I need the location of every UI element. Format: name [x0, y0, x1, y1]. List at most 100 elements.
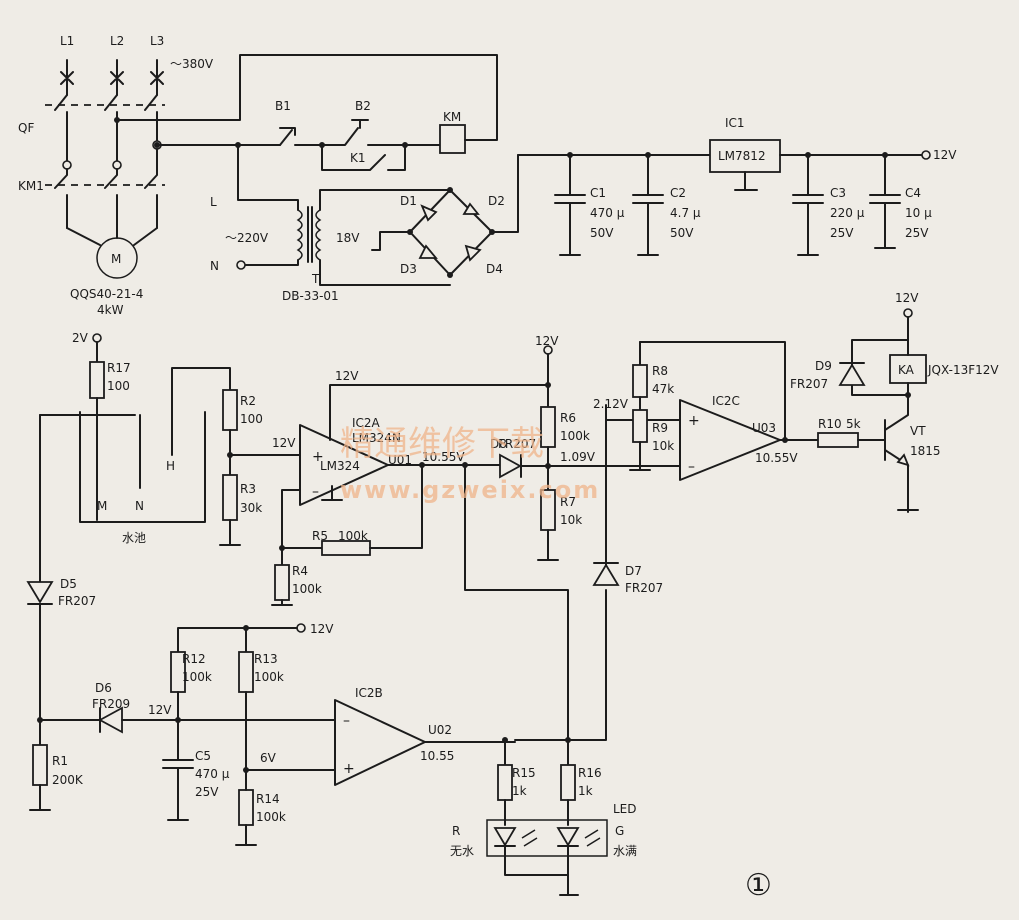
label-r10: R10 [818, 417, 842, 431]
sensor-section [39, 308, 927, 769]
label-c3-v: 220 μ [830, 206, 865, 220]
r16 [560, 764, 576, 801]
control-circuit [236, 119, 519, 286]
label-d8: D8 [490, 437, 507, 451]
label-1-09v: 1.09V [560, 450, 596, 464]
label-h: H [166, 459, 175, 473]
label-c2-r: 50V [670, 226, 694, 240]
label-12v-d: 12V [895, 291, 919, 305]
label-u01: U01 [388, 453, 412, 467]
label-r9: R9 [652, 421, 668, 435]
label-r7-v: 10k [560, 513, 582, 527]
label-lm324n: LM324N [352, 431, 401, 445]
label-r13: R13 [254, 652, 278, 666]
label-L1: L1 [60, 34, 74, 48]
label-r7: R7 [560, 495, 576, 509]
label-no-water: 无水 [450, 844, 474, 858]
label-c3: C3 [830, 186, 846, 200]
label-r5-v: 100k [338, 529, 368, 543]
label-12v-a: 12V [272, 436, 296, 450]
label-12v-e: 12V [310, 622, 334, 636]
label-vt-part: 1815 [910, 444, 941, 458]
r17 [89, 361, 105, 399]
label-t: T [311, 272, 320, 286]
label-r4-v: 100k [292, 582, 322, 596]
label-c4-v: 10 μ [905, 206, 932, 220]
label-L3: L3 [150, 34, 164, 48]
label-d1: D1 [400, 194, 417, 208]
label-r9-v: 10k [652, 439, 674, 453]
label-r2-v: 100 [240, 412, 263, 426]
label-lm7812: LM7812 [718, 149, 766, 163]
label-r3: R3 [240, 482, 256, 496]
label-c5: C5 [195, 749, 211, 763]
label-r16-v: 1k [578, 784, 593, 798]
label-motor-power: 4kW [97, 303, 124, 317]
r10 [817, 432, 859, 448]
label-d7-part: FR207 [625, 581, 663, 595]
label-18v: 18V [336, 231, 360, 245]
label-r-led: R [452, 824, 460, 838]
label-c5-r: 25V [195, 785, 219, 799]
label-r12-v: 100k [182, 670, 212, 684]
r1 [32, 744, 48, 786]
r15 [497, 764, 513, 801]
labels: L1 L2 L3 ～380V QF KM1 M QQS40-21-4 4kW B… [18, 34, 999, 903]
label-d8-part: FR207 [498, 437, 536, 451]
label-ic1: IC1 [725, 116, 745, 130]
label-r17: R17 [107, 361, 131, 375]
r9 [632, 409, 648, 443]
label-r1: R1 [52, 754, 68, 768]
label-motor-m: M [111, 252, 121, 266]
label-c2-v: 4.7 μ [670, 206, 701, 220]
label-ic2a: IC2A [352, 416, 381, 430]
label-b2: B2 [355, 99, 371, 113]
label-u02: U02 [428, 723, 452, 737]
label-r8-v: 47k [652, 382, 674, 396]
label-d9: D9 [815, 359, 832, 373]
label-r4: R4 [292, 564, 308, 578]
label-c2: C2 [670, 186, 686, 200]
label-m: M [97, 499, 107, 513]
label-ic2b: IC2B [355, 686, 383, 700]
label-220v: ～220V [225, 231, 269, 245]
label-d4: D4 [486, 262, 503, 276]
label-c5-v: 470 μ [195, 767, 230, 781]
label-d6: D6 [95, 681, 112, 695]
ic2c-opamp [679, 399, 781, 481]
label-c4-r: 25V [905, 226, 929, 240]
km-coil [439, 124, 466, 154]
r3 [222, 474, 238, 521]
comparator-b-section [26, 581, 608, 896]
label-r13-v: 100k [254, 670, 284, 684]
label-L2: L2 [110, 34, 124, 48]
label-u03: U03 [752, 421, 776, 435]
label-c3-r: 25V [830, 226, 854, 240]
label-motor-model: QQS40-21-4 [70, 287, 143, 301]
label-1055v-a: 10.55V [422, 450, 465, 464]
label-km: KM [443, 110, 461, 124]
label-plus-a: + [312, 449, 324, 465]
label-minus-b: – [343, 713, 350, 729]
label-ic2c: IC2C [712, 394, 740, 408]
r4 [274, 564, 290, 601]
label-n-pool: N [135, 499, 144, 513]
label-d5-part: FR207 [58, 594, 96, 608]
label-km1: KM1 [18, 179, 44, 193]
label-g-led: G [615, 824, 624, 838]
label-1055v-b: 10.55V [755, 451, 798, 465]
label-12v-c: 12V [535, 334, 559, 348]
label-2-12v: 2.12V [593, 397, 629, 411]
label-lm324: LM324 [320, 459, 360, 473]
label-r15-v: 1k [512, 784, 527, 798]
label-12v-b: 12V [335, 369, 359, 383]
label-minus-c: – [688, 459, 695, 475]
label-transformer: DB-33-01 [282, 289, 339, 303]
label-qf: QF [18, 121, 34, 135]
ic2a-opamp [299, 424, 389, 506]
r2 [222, 389, 238, 431]
label-led: LED [613, 802, 637, 816]
label-r14-v: 100k [256, 810, 286, 824]
label-380v: ～380V [170, 57, 214, 71]
